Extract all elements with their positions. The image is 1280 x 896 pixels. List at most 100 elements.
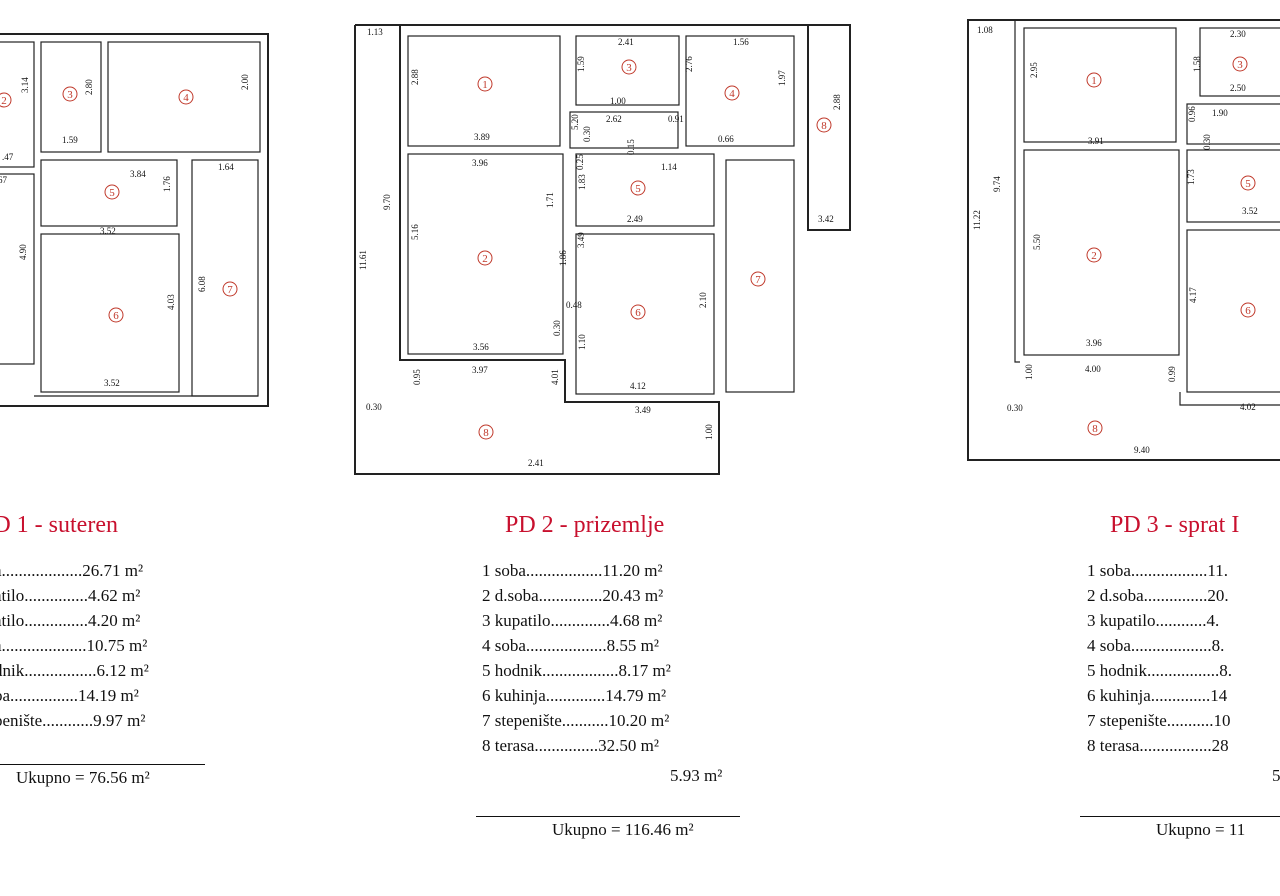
room-number-marker: 3 <box>1232 56 1248 72</box>
room-area: 9.97 m² <box>93 711 146 730</box>
room-leader-dots: .............. <box>550 611 610 630</box>
dimension-label: 6.08 <box>197 276 207 292</box>
dimension-label: 1.73 <box>1186 169 1196 185</box>
room-row: 5 hodnik..................8.17 m² <box>482 658 671 683</box>
dimension-label: 0.96 <box>1187 106 1197 122</box>
plan-1-total-rule <box>0 764 205 765</box>
room-label: 6 kuhinja <box>482 686 546 705</box>
room-label: 2 d.soba <box>482 586 539 605</box>
room-area: 4.62 m² <box>87 586 141 605</box>
room-label: dnik <box>0 661 25 680</box>
room-area: 4. <box>1206 611 1220 630</box>
room-label: 5 hodnik <box>482 661 542 680</box>
room-label: 5 hodnik <box>1087 661 1147 680</box>
dimension-label: 3.84 <box>130 169 146 179</box>
room-row: atilo...............4.62 m² <box>0 583 149 608</box>
dimension-label: 1.14 <box>661 162 677 172</box>
plan-3-title: PD 3 - sprat I <box>1110 512 1240 538</box>
room-row: 3 kupatilo..............4.68 m² <box>482 608 671 633</box>
room-area: 26.71 m² <box>82 561 144 580</box>
room-leader-dots: ............... <box>24 611 88 630</box>
dimension-label: 0.99 <box>1167 366 1177 382</box>
room-label: 7 stepenište <box>482 711 562 730</box>
dimension-label: 1.00 <box>1024 364 1034 380</box>
room-leader-dots: ................... <box>525 636 607 655</box>
room-area: 6.12 m² <box>96 661 149 680</box>
svg-text:1: 1 <box>482 79 488 91</box>
room-row: 1 soba..................11.20 m² <box>482 558 671 583</box>
room-label: a <box>0 558 2 583</box>
svg-text:7: 7 <box>227 284 233 296</box>
dimension-label: 11.22 <box>972 210 982 230</box>
room-row: 4 soba...................8.55 m² <box>482 633 671 658</box>
room-leader-dots: ................... <box>1 561 83 580</box>
room-row: 1 soba..................11. <box>1087 558 1232 583</box>
room-number-marker: 6 <box>108 307 124 323</box>
room-area: 10 <box>1213 711 1231 730</box>
room-leader-dots: ................. <box>1146 661 1220 680</box>
dimension-label: 2.62 <box>606 114 622 124</box>
dimension-label: 0.30 <box>552 320 562 336</box>
dimension-label: 1.13 <box>367 27 383 37</box>
room-number-marker: 7 <box>222 281 238 297</box>
room-leader-dots: ................... <box>1130 636 1212 655</box>
room-label: 2 d.soba <box>1087 586 1144 605</box>
dimension-label: 2.50 <box>1230 83 1246 93</box>
room-leader-dots: ........... <box>1166 711 1214 730</box>
room-leader-dots: .................... <box>1 636 87 655</box>
dimension-label: 3.52 <box>1242 206 1258 216</box>
room-area: 4.68 m² <box>609 611 663 630</box>
room-label: 4 soba <box>1087 636 1131 655</box>
room-number-marker: 8 <box>478 424 494 440</box>
dimension-label: 0.30 <box>582 126 592 142</box>
dimension-label: 2.76 <box>684 56 694 72</box>
svg-text:5: 5 <box>1245 178 1251 190</box>
room-leader-dots: ................. <box>24 661 97 680</box>
room-area: 20.43 m² <box>602 586 664 605</box>
dimension-label: 3.49 <box>576 232 586 248</box>
svg-text:8: 8 <box>483 427 489 439</box>
room-area: 8. <box>1211 636 1225 655</box>
room-area: 8. <box>1219 661 1232 680</box>
plan-1-title: PD 1 - suteren <box>0 512 118 538</box>
room-label: atilo <box>0 611 25 630</box>
dimension-label: 4.12 <box>630 381 646 391</box>
room-leader-dots: .................. <box>525 561 603 580</box>
plan-2-title: PD 2 - prizemlje <box>505 512 665 538</box>
svg-text:7: 7 <box>755 274 761 286</box>
dimension-label: 1.59 <box>576 56 586 72</box>
dimension-label: 3.91 <box>1088 136 1104 146</box>
room-leader-dots: ............ <box>1155 611 1207 630</box>
room-leader-dots: .................. <box>541 661 619 680</box>
room-leader-dots: .............. <box>545 686 606 705</box>
room-row: 8 terasa...............32.50 m² <box>482 733 671 758</box>
room-row: ba................14.19 m² <box>0 683 149 708</box>
dimension-label: 2.49 <box>627 214 643 224</box>
plan-3-extra-area: 5 <box>1272 766 1280 785</box>
room-number-marker: 2 <box>0 92 12 108</box>
room-number-marker: 7 <box>750 271 766 287</box>
svg-text:4: 4 <box>729 88 735 100</box>
dimension-label: 1.97 <box>777 70 787 86</box>
dimension-label: 2.80 <box>84 79 94 95</box>
room-row: 6 kuhinja..............14.79 m² <box>482 683 671 708</box>
room-label: atilo <box>0 586 25 605</box>
room-label: penište <box>0 711 43 730</box>
dimension-label: 67 <box>0 175 8 185</box>
room-number-marker: 4 <box>724 85 740 101</box>
room-row: dnik.................6.12 m² <box>0 658 149 683</box>
room-label: 1 soba <box>482 561 526 580</box>
dimension-label: 0.30 <box>1202 134 1212 150</box>
room-row: atilo...............4.20 m² <box>0 608 149 633</box>
svg-text:3: 3 <box>626 62 632 74</box>
svg-text:2: 2 <box>1091 250 1097 262</box>
room-area: 14.19 m² <box>78 686 139 705</box>
dimension-label: 3.96 <box>1086 338 1102 348</box>
svg-text:2: 2 <box>1 95 7 107</box>
room-area: 8.55 m² <box>606 636 659 655</box>
dimension-label: 0.91 <box>668 114 684 124</box>
dimension-label: 1.64 <box>218 162 234 172</box>
dimension-label: 2.95 <box>1029 62 1039 78</box>
room-label: 6 kuhinja <box>1087 686 1151 705</box>
